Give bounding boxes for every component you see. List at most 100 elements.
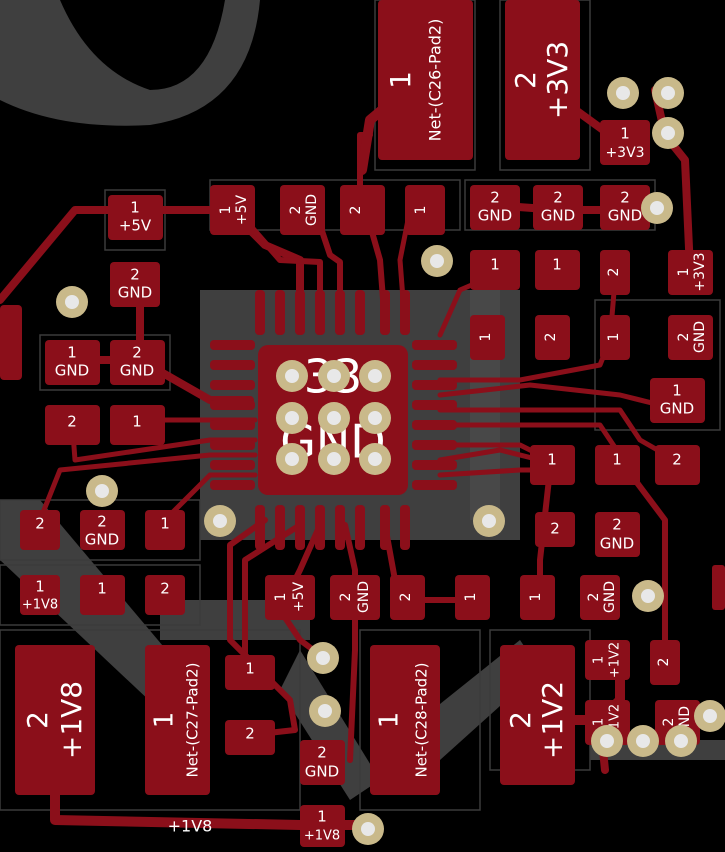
pad-lower-small-c: 1: [80, 575, 125, 615]
pad-number: 1: [67, 344, 77, 362]
pad-net: GND: [541, 207, 575, 225]
pad-net: GND: [600, 535, 634, 553]
pad-net: GND: [660, 400, 694, 418]
pad-net: GND: [478, 207, 512, 225]
ic-pins-top: [255, 290, 410, 335]
pad-number: 1: [478, 333, 494, 342]
pad-gnd-c: 2 GND: [533, 185, 583, 230]
pad-gnd-l: 2 GND: [595, 512, 640, 557]
pad-net: GND: [305, 763, 339, 781]
pad-3v3-a: 1 +3V3: [600, 120, 650, 165]
pad-number: 2: [338, 593, 354, 602]
pad-number: 1: [592, 718, 607, 726]
pad-edge-right: [712, 565, 725, 610]
pad-gnd-k: 2: [535, 512, 575, 547]
pad-number: 1: [413, 206, 429, 215]
pad-small-mid-a: 1: [225, 655, 275, 690]
pad-gnd-i: 1 GND: [650, 378, 705, 423]
pad-number: 1: [672, 382, 682, 400]
pad-number: 1: [317, 808, 327, 826]
via: [591, 725, 623, 757]
pad-edge-left: [0, 305, 22, 380]
via: [627, 725, 659, 757]
pad-gnd-g: 2 GND: [110, 340, 165, 385]
via: [421, 245, 453, 277]
via: [473, 505, 505, 537]
pad-number: 2: [97, 513, 107, 531]
pad-net: +3V3: [692, 252, 708, 291]
pad-number: 2: [130, 266, 140, 284]
pad-net: GND: [602, 581, 618, 613]
pad-number: 2: [656, 658, 672, 667]
via: [86, 475, 118, 507]
pad-number: 1: [528, 593, 544, 602]
pad-5v-a: 1 +5V: [108, 195, 163, 240]
pad-number: 2: [509, 71, 542, 89]
pad-net: GND: [692, 321, 708, 353]
pad-number: 2: [67, 413, 77, 431]
pad-net: GND: [356, 581, 372, 613]
pad-small-mid-b: 2: [225, 720, 275, 755]
pad-net: +3V3: [605, 145, 644, 161]
pad-number: 2: [21, 711, 54, 729]
pad-gnd-m: 2 GND: [330, 575, 380, 620]
pad-right-small-d: 1: [470, 315, 505, 360]
pad-top-small-b: 1: [405, 185, 445, 235]
pad-gnd-a: 2 GND: [280, 185, 325, 235]
pad-bottom-small-a: 2: [390, 575, 425, 620]
thermal-via: [318, 360, 350, 392]
pad-net: +3V3: [541, 41, 574, 119]
pad-net: GND: [55, 362, 89, 380]
thermal-via: [276, 443, 308, 475]
pad-number: 1: [132, 413, 142, 431]
pad-net: +1V2: [608, 642, 623, 678]
pad-number: 1: [273, 593, 289, 602]
pad-net: Net-(C27-Pad2): [184, 662, 202, 777]
pad-gnd-d: 2 GND: [600, 185, 650, 230]
pad-right-small-b: 1: [535, 250, 580, 290]
pad-c28-p1: 1 Net-(C28-Pad2): [370, 645, 440, 795]
pad-c26-p2: 2 +3V3: [505, 0, 580, 160]
pad-number: 1: [547, 451, 557, 469]
pad-lower-small-a: 2: [20, 510, 60, 550]
pad-left-small-b: 1: [110, 405, 165, 445]
pad-right-small-g: 1: [530, 445, 575, 485]
pad-net: GND: [608, 207, 642, 225]
via: [652, 77, 684, 109]
thermal-via: [318, 443, 350, 475]
pad-number: 2: [490, 189, 500, 207]
pad-top-small-a: 2: [340, 185, 385, 235]
pad-gnd-b: 2 GND: [470, 185, 520, 230]
pad-net: +5V: [291, 581, 307, 612]
pad-right-small-i: 2: [655, 445, 700, 485]
pad-right-small-c: 2: [600, 250, 630, 295]
pad-number: 2: [348, 206, 364, 215]
pad-number: 1: [606, 333, 622, 342]
vias: [56, 77, 725, 845]
ic-pins-right: [412, 340, 457, 490]
pad-number: 1: [552, 256, 562, 274]
via: [307, 642, 339, 674]
pad-3v3-b: 1 +3V3: [668, 250, 713, 295]
thermal-via: [276, 360, 308, 392]
pad-number: 2: [661, 718, 677, 727]
pad-number: 2: [672, 451, 682, 469]
pad-1v2-a: 1 +1V2: [585, 640, 630, 680]
pad-number: 2: [288, 206, 304, 215]
pad-gnd-j: 2 GND: [80, 510, 125, 550]
pad-c26-p1: 1 Net-(C26-Pad2): [378, 0, 473, 160]
pad-right-small-f: 1: [600, 315, 630, 360]
pad-left-small-a: 2: [45, 405, 100, 445]
pad-gnd-o: 2 GND: [300, 740, 345, 785]
pad-number: 1: [218, 206, 234, 215]
pad-number: 1: [384, 71, 417, 89]
pad-number: 1: [150, 712, 180, 729]
pad-gnd-e: 2 GND: [110, 262, 160, 307]
pad-right-small-a: 1: [470, 250, 520, 290]
pad-number: 1: [620, 125, 630, 143]
pad-net: +5V: [234, 194, 250, 225]
pad-right-small-h: 1: [595, 445, 640, 485]
pad-5v-c: 1 +5V: [265, 575, 315, 620]
pad-number: 2: [398, 593, 414, 602]
